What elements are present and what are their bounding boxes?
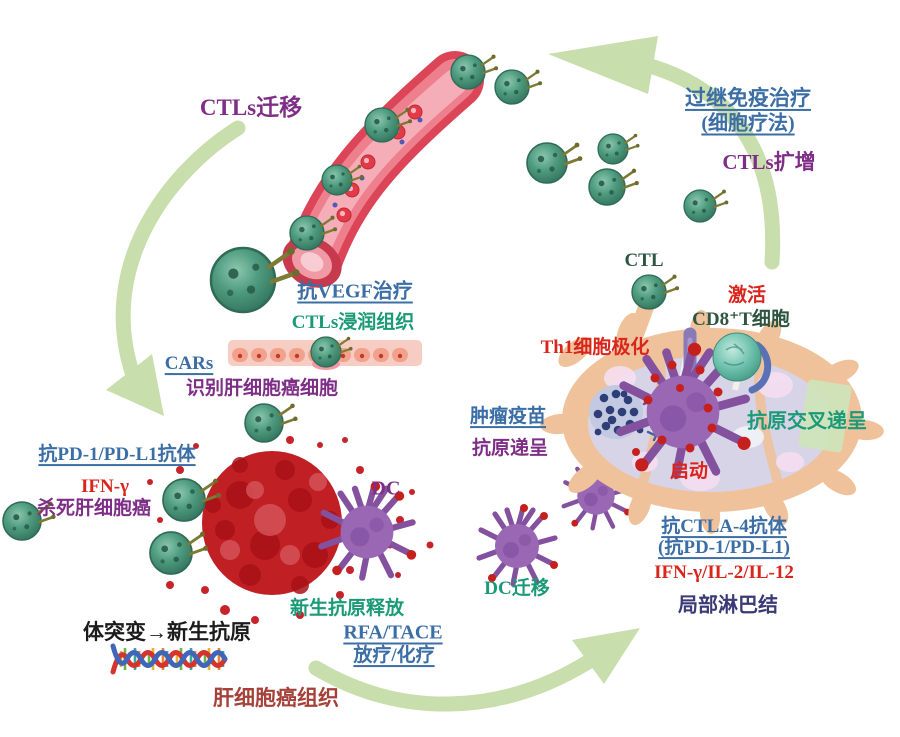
- label-ctls-migration: CTLs迁移: [199, 94, 303, 120]
- label-hcc-tissue: 肝细胞癌组织: [213, 686, 339, 710]
- label-adoptive-therapy: 过继免疫治疗: [685, 85, 811, 110]
- label-ctl: CTL: [624, 250, 664, 272]
- label-anti-vegf: 抗VEGF治疗: [297, 280, 413, 303]
- cycle-arrow-bottom: [308, 628, 640, 712]
- ctl-cell: [449, 53, 500, 91]
- dna-helix: [110, 643, 228, 675]
- label-cars: CARs: [164, 353, 214, 375]
- label-anti-ctla4-antibody: 抗CTLA-4抗体: [661, 516, 787, 538]
- label-ctls-expansion: CTLs扩增: [722, 149, 816, 174]
- label-recognize-hcc: 识别肝细胞癌细胞: [185, 378, 339, 400]
- vessel-opening: [282, 236, 342, 288]
- ctl-cell-attacking: [148, 530, 210, 576]
- label-anti-pd1-pdl1-antibody: 抗PD-1/PD-L1抗体: [38, 444, 196, 466]
- ctl-cell: [493, 68, 544, 106]
- cross-presentation-highlight: [798, 379, 852, 453]
- antigen-dots-on-dc: [632, 360, 723, 456]
- label-antigen-cross-presentation: 抗原交叉递呈: [747, 410, 867, 433]
- ctl-cell: [596, 132, 641, 166]
- label-dc-migration: DC迁移: [484, 578, 550, 600]
- lymph-node: [540, 294, 884, 534]
- label-cd8-t-cell: CD8⁺T细胞: [692, 309, 790, 331]
- ctl-cell: [682, 188, 730, 224]
- ctl-cell-docking: [630, 273, 681, 311]
- label-somatic-mutation-neoantigen: 体突变→新生抗原: [83, 619, 251, 644]
- scattered-antigen-dots: [147, 436, 434, 624]
- label-ifn-gamma: IFN-γ: [81, 476, 129, 498]
- label-antigen-presentation: 抗原递呈: [471, 438, 549, 460]
- cycle-arrow-left: [106, 120, 246, 416]
- tcr-hook: [748, 341, 772, 394]
- cycle-arrow-top-right: [548, 36, 781, 270]
- label-activation: 激活: [727, 285, 767, 307]
- dendritic-cell-migrating: [479, 504, 558, 584]
- ctl-cell-large: [211, 247, 300, 312]
- label-cell-therapy: (细胞疗法): [701, 112, 795, 135]
- label-radio-chemo: 放疗/化疗: [353, 645, 435, 667]
- label-cytokines: IFN-γ/IL-2/IL-12: [654, 562, 794, 584]
- label-priming: 启动: [669, 461, 709, 483]
- label-rfa-tace: RFA/TACE: [343, 621, 443, 644]
- label-local-lymph-node: 局部淋巴结: [678, 594, 778, 617]
- label-th1-polarization: Th1细胞极化: [540, 337, 650, 359]
- ctl-cell: [587, 167, 641, 207]
- label-ctls-infiltrate: CTLs浸润组织: [291, 312, 415, 334]
- label-dc: DC: [371, 477, 401, 500]
- label-neoantigen-release: 新生抗原释放: [289, 598, 405, 620]
- label-anti-pd1-pdl1: (抗PD-1/PD-L1): [658, 537, 790, 559]
- label-tumor-vaccine: 肿瘤疫苗: [469, 406, 547, 428]
- cd8-t-cell: [712, 332, 762, 382]
- label-kill-hcc: 杀死肝细胞癌: [36, 498, 152, 520]
- ctl-cell: [525, 141, 584, 185]
